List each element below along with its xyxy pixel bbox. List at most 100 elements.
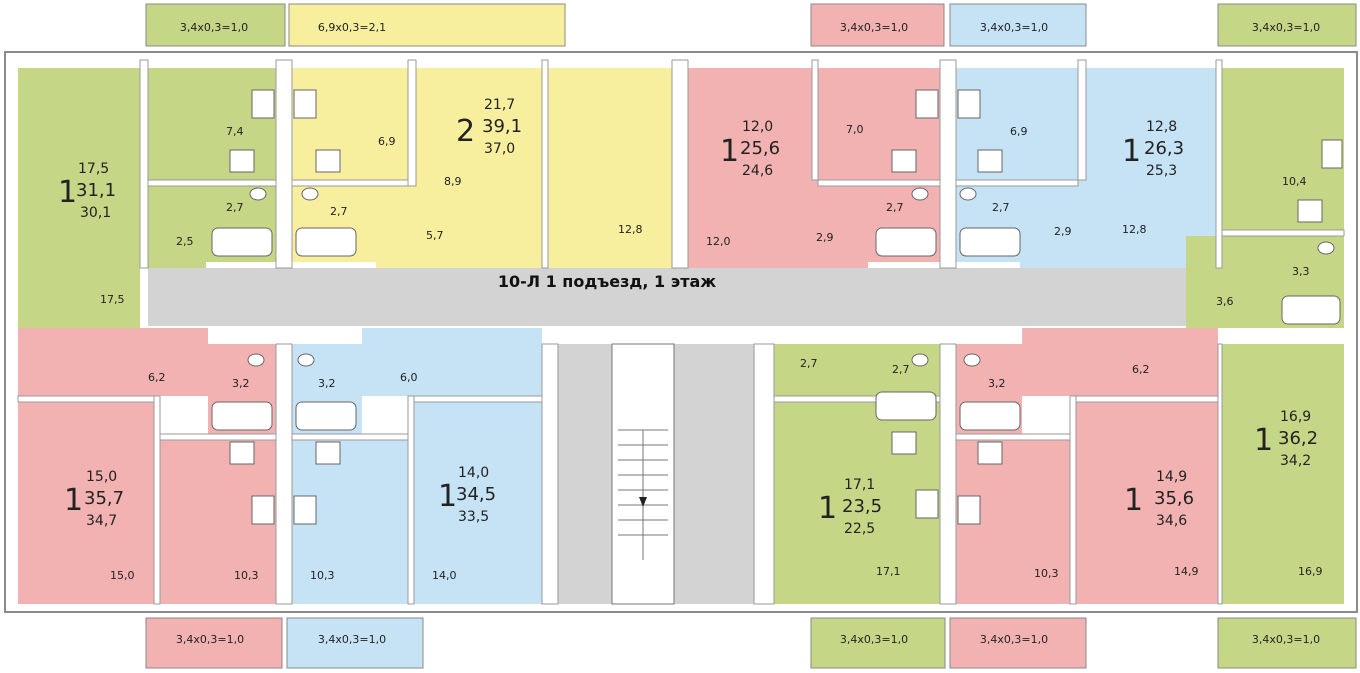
apt3-total: 25,6 — [740, 138, 781, 159]
apt7-without-balcony: 22,5 — [844, 521, 876, 537]
apt5-rooms: 1 — [64, 483, 84, 518]
balcony-bottom-2 — [286, 617, 424, 669]
room-area: 2,7 — [892, 363, 910, 376]
interior-walls — [17, 59, 1345, 605]
apt9-without-balcony: 34,2 — [1280, 453, 1312, 469]
apt9-total: 36,2 — [1278, 428, 1319, 449]
room-area: 3,6 — [1216, 295, 1234, 308]
apt2-total: 39,1 — [482, 116, 523, 137]
room-area: 6,9 — [378, 135, 396, 148]
apt3-rooms: 1 — [720, 134, 740, 169]
apt4-total: 26,3 — [1144, 138, 1185, 159]
room-area: 2,7 — [330, 205, 348, 218]
apt2-room-small — [416, 68, 542, 196]
apt8-rooms: 1 — [1124, 483, 1144, 518]
room-area: 6,2 — [1132, 363, 1150, 376]
apt5-without-balcony: 34,7 — [86, 513, 118, 529]
apt6-room — [414, 402, 542, 604]
room-area: 3,2 — [988, 377, 1006, 390]
apt2-rooms: 2 — [456, 114, 476, 149]
room-area: 12,8 — [618, 223, 643, 236]
apt6-hall — [362, 328, 542, 396]
balcony-bottom-1-label: 3,4х0,3=1,0 — [175, 633, 245, 646]
kitchen-fixtures — [229, 89, 1343, 525]
apt4-living: 12,8 — [1146, 119, 1178, 135]
corridor — [148, 268, 1208, 326]
balcony-bottom-3 — [810, 617, 946, 669]
room-area: 7,0 — [846, 123, 864, 136]
balcony-top-5-label: 3,4х0,3=1,0 — [1251, 21, 1321, 34]
apt2-without-balcony: 37,0 — [484, 141, 516, 157]
room-area: 14,0 — [432, 569, 457, 582]
apt5-living: 15,0 — [86, 469, 118, 485]
balcony-top-5 — [1217, 3, 1357, 47]
balcony-bottom-5 — [1217, 617, 1357, 669]
room-area: 6,2 — [148, 371, 166, 384]
room-area: 12,8 — [1122, 223, 1147, 236]
apt4-room — [1086, 68, 1216, 268]
apt3-hall — [784, 180, 868, 268]
apt9-hall — [1186, 236, 1276, 328]
balcony-top-1-label: 3,4х0,3=1,0 — [179, 21, 249, 34]
apt1-kitchen — [148, 68, 276, 180]
balcony-bottom-4 — [949, 617, 1087, 669]
apt3-living: 12,0 — [742, 119, 774, 135]
balcony-top-1 — [145, 3, 286, 47]
apt4-rooms: 1 — [1122, 134, 1142, 169]
room-area: 10,3 — [234, 569, 259, 582]
bathtubs — [211, 227, 1341, 431]
apt3-kitchen — [818, 68, 940, 180]
balcony-bottom-2-label: 3,4х0,3=1,0 — [317, 633, 387, 646]
balcony-bottom-5-label: 3,4х0,3=1,0 — [1251, 633, 1321, 646]
balcony-top-4 — [949, 3, 1087, 47]
balcony-top-2 — [288, 3, 566, 47]
apt2-hall — [376, 186, 542, 268]
room-area: 2,7 — [886, 201, 904, 214]
apt8-without-balcony: 34,6 — [1156, 513, 1188, 529]
apt1-living: 17,5 — [78, 161, 110, 177]
apt6-total: 34,5 — [456, 484, 497, 505]
room-area: 10,3 — [1034, 567, 1059, 580]
apt1-living-room — [18, 68, 140, 328]
room-area: 6,0 — [400, 371, 418, 384]
apt1-hall — [148, 180, 206, 268]
apt1-rooms: 1 — [58, 175, 78, 210]
room-area: 2,5 — [176, 235, 194, 248]
apt1-without-balcony: 30,1 — [80, 205, 112, 221]
stairs — [611, 343, 675, 605]
room-area: 3,2 — [232, 377, 250, 390]
apt8-room — [1076, 402, 1218, 604]
apt6-without-balcony: 33,5 — [458, 509, 490, 525]
room-area: 17,1 — [876, 565, 901, 578]
apt3-without-balcony: 24,6 — [742, 163, 774, 179]
room-area: 8,9 — [444, 175, 462, 188]
room-area: 2,7 — [800, 357, 818, 370]
apt8-hall — [1022, 328, 1218, 396]
room-area: 10,4 — [1282, 175, 1307, 188]
room-area: 2,9 — [816, 231, 834, 244]
apt5-hall — [18, 328, 208, 396]
apt7-living: 17,1 — [844, 477, 876, 493]
floor-title: 10-Л 1 подъезд, 1 этаж — [497, 272, 717, 291]
apt9-rooms: 1 — [1254, 423, 1274, 458]
apt6-rooms: 1 — [438, 479, 458, 514]
balcony-top-3-label: 3,4х0,3=1,0 — [839, 21, 909, 34]
apt7-hall — [774, 344, 870, 396]
apt4-kitchen — [956, 68, 1078, 180]
room-area: 5,7 — [426, 229, 444, 242]
apt1-total: 31,1 — [76, 180, 117, 201]
room-area: 14,9 — [1174, 565, 1199, 578]
room-area: 12,0 — [706, 235, 731, 248]
balcony-top-2-label: 6,9х0,3=2,1 — [317, 21, 387, 34]
room-area: 2,7 — [992, 201, 1010, 214]
room-area: 17,5 — [100, 293, 125, 306]
room-area: 6,9 — [1010, 125, 1028, 138]
room-area: 2,9 — [1054, 225, 1072, 238]
stair-direction-arrow-icon — [639, 497, 647, 507]
apt4-hall — [1020, 180, 1086, 268]
room-area: 2,7 — [226, 201, 244, 214]
apt2-living: 21,7 — [484, 97, 516, 113]
balcony-top-4-label: 3,4х0,3=1,0 — [979, 21, 1049, 34]
apt4-without-balcony: 25,3 — [1146, 163, 1178, 179]
